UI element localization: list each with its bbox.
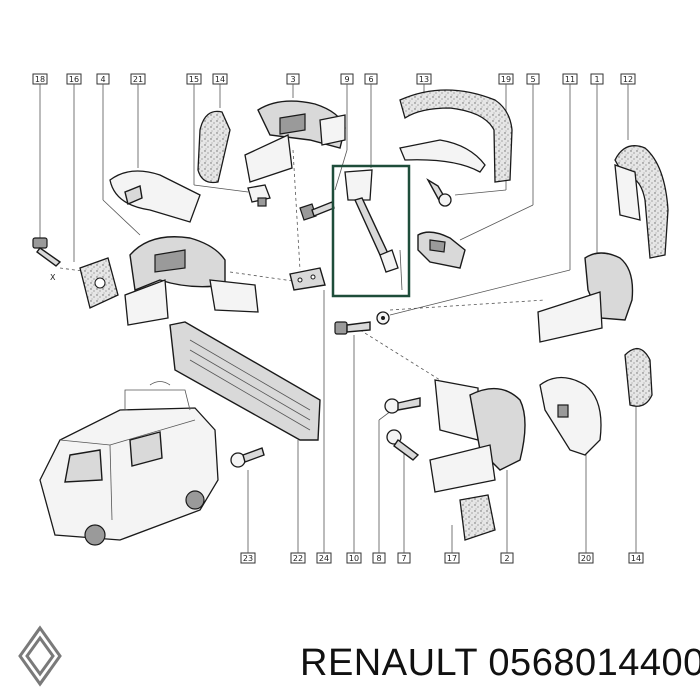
svg-text:17: 17: [447, 554, 457, 563]
part-2-lower-right-hinge: [429, 379, 526, 493]
callout-11: 11: [562, 73, 578, 85]
part-14-bottom-pad: [624, 348, 653, 407]
callout-15: 15: [186, 73, 202, 85]
part-3-upper-hinge: [244, 100, 346, 183]
part-13-upper-arch: [399, 89, 513, 183]
svg-text:9: 9: [344, 75, 349, 84]
callout-14-top: 14: [212, 73, 228, 85]
callout-16: 16: [66, 73, 82, 85]
svg-text:21: 21: [133, 75, 143, 84]
callout-9: 9: [340, 73, 354, 85]
callout-17: 17: [444, 552, 460, 564]
svg-text:5: 5: [530, 75, 535, 84]
bolt-10: [334, 311, 390, 335]
callout-20: 20: [578, 552, 594, 564]
svg-text:2: 2: [504, 554, 509, 563]
callout-22: 22: [290, 552, 306, 564]
bolt-8: [384, 397, 421, 414]
part-5-latch: [417, 231, 466, 269]
svg-text:24: 24: [319, 554, 329, 563]
part-12-pad: [614, 145, 669, 259]
bolt-7: [386, 429, 420, 461]
callout-4: 4: [96, 73, 110, 85]
callout-1: 1: [590, 73, 604, 85]
part-14-pad: [197, 110, 231, 184]
callout-18: 18: [32, 73, 48, 85]
svg-text:7: 7: [401, 554, 406, 563]
svg-text:6: 6: [368, 75, 373, 84]
callout-14-bottom: 14: [628, 552, 644, 564]
svg-text:22: 22: [293, 554, 303, 563]
part-4-lower-hinge: [124, 236, 259, 326]
svg-text:13: 13: [419, 75, 429, 84]
van-illustration: [39, 381, 219, 546]
svg-text:1: 1: [594, 75, 599, 84]
brand-name: RENAULT: [300, 642, 478, 684]
callout-12: 12: [620, 73, 636, 85]
callout-10: 10: [346, 552, 362, 564]
svg-text:14: 14: [631, 554, 641, 563]
x-marker: X: [50, 273, 56, 282]
part-24-plate: [289, 267, 326, 291]
svg-text:11: 11: [565, 75, 575, 84]
callout-21: 21: [130, 73, 146, 85]
svg-text:14: 14: [215, 75, 225, 84]
callout-6: 6: [364, 73, 378, 85]
svg-text:10: 10: [349, 554, 359, 563]
svg-text:8: 8: [376, 554, 381, 563]
part-15-clip: [247, 184, 271, 207]
callout-5: 5: [526, 73, 540, 85]
part-1-right-hinge: [537, 252, 634, 343]
part-number-caption: RENAULT 0568014400: [300, 642, 700, 685]
bolt-9: [299, 201, 335, 221]
part-20-cover: [539, 376, 602, 456]
callout-3: 3: [286, 73, 300, 85]
callout-7: 7: [397, 552, 411, 564]
svg-text:23: 23: [243, 554, 253, 563]
callout-24: 24: [316, 552, 332, 564]
callout-2: 2: [500, 552, 514, 564]
part-22-rail: [169, 321, 321, 441]
svg-text:16: 16: [69, 75, 79, 84]
callout-23: 23: [240, 552, 256, 564]
svg-text:20: 20: [581, 554, 591, 563]
bolt-18: [32, 237, 62, 267]
part-6-door-check-strap: [331, 164, 411, 298]
callout-19: 19: [498, 73, 514, 85]
svg-text:3: 3: [290, 75, 295, 84]
part-17-pad: [459, 494, 496, 541]
part-16-plate: [79, 257, 119, 309]
leader-lines: [39, 84, 637, 553]
svg-text:18: 18: [35, 75, 45, 84]
svg-text:19: 19: [501, 75, 511, 84]
screw-19: [426, 178, 452, 207]
svg-text:12: 12: [623, 75, 633, 84]
callout-13: 13: [416, 73, 432, 85]
part-21-cover: [109, 170, 201, 223]
svg-text:15: 15: [189, 75, 199, 84]
bolt-23: [230, 447, 265, 468]
part-number: 0568014400: [488, 642, 700, 684]
renault-diamond-logo-icon: [18, 625, 62, 687]
svg-text:4: 4: [100, 75, 105, 84]
callout-8: 8: [372, 552, 386, 564]
